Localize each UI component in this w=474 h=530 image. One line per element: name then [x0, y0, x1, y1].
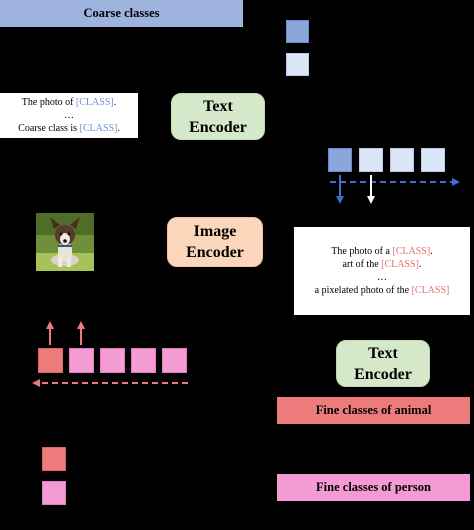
fine-image-embedding-4 — [131, 348, 156, 373]
fine-prompt-line-1: The photo of a [CLASS]. — [331, 246, 433, 257]
image-encoder: Image Encoder — [167, 217, 263, 267]
fine-prompt-ellipsis: … — [377, 272, 387, 283]
coarse-text-embedding-1 — [328, 148, 352, 172]
coarse-prompt-line-2: Coarse class is [CLASS]. — [18, 123, 120, 134]
text-encoder-top-line-2: Encoder — [189, 118, 247, 136]
dog-photo — [36, 213, 94, 271]
coarse-text-embedding-4 — [421, 148, 445, 172]
fine-classes-animal-banner: Fine classes of animal — [277, 397, 470, 424]
image-encoder-line-1: Image — [193, 223, 237, 240]
coarse-text-embedding-2 — [359, 148, 383, 172]
coarse-text-embedding-3 — [390, 148, 414, 172]
text-encoder-bottom-line-2: Encoder — [354, 365, 412, 383]
fine-classes-person-banner: Fine classes of person — [277, 474, 470, 501]
dog-illustration — [36, 213, 94, 271]
coarse-prompt-ellipsis: … — [64, 110, 74, 121]
text-encoder-top-line-1: Text — [203, 97, 233, 115]
coarse-prompt-line-1: The photo of [CLASS]. — [21, 97, 117, 108]
fine-image-embedding-5 — [162, 348, 187, 373]
coarse-class-square-1 — [286, 20, 309, 43]
fine-prompt-line-3: a pixelated photo of the [CLASS] — [314, 285, 450, 296]
text-encoder-top: Text Encoder — [171, 93, 265, 140]
fine-person-legend-square — [42, 481, 66, 505]
fine-image-embedding-1 — [38, 348, 63, 373]
coarse-prompt-box: The photo of [CLASS]. … Coarse class is … — [0, 93, 138, 138]
text-encoder-bottom-line-1: Text — [368, 344, 398, 362]
fine-image-embedding-2 — [69, 348, 94, 373]
fine-image-embedding-3 — [100, 348, 125, 373]
fine-animal-legend-square — [42, 447, 66, 471]
text-encoder-bottom: Text Encoder — [336, 340, 430, 387]
coarse-classes-banner: Coarse classes — [0, 0, 243, 27]
coarse-class-square-2 — [286, 53, 309, 76]
fine-prompt-line-2: art of the [CLASS]. — [342, 259, 422, 270]
fine-prompt-box: The photo of a [CLASS]. art of the [CLAS… — [294, 227, 470, 315]
image-encoder-line-2: Encoder — [186, 244, 244, 261]
